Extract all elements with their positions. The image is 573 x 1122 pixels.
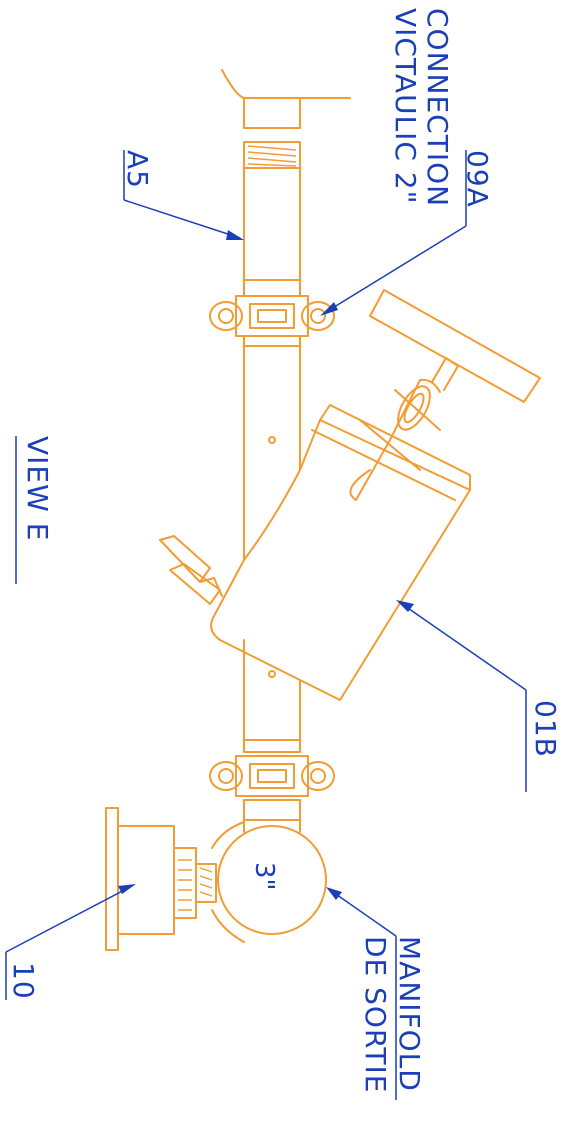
pipe-upper-spool bbox=[243, 335, 301, 561]
top-elbow bbox=[221, 69, 351, 129]
pipe-a5 bbox=[243, 141, 301, 297]
victaulic-coupling-lower bbox=[209, 755, 335, 797]
ref-10-arrow bbox=[118, 884, 136, 894]
de-sortie-label: DE SORTIE bbox=[359, 936, 392, 1093]
ref-09a-arrow bbox=[320, 302, 338, 316]
ref-10-leader bbox=[5, 885, 133, 953]
manifold-leader bbox=[329, 889, 397, 937]
manifold-label: MANIFOLD bbox=[393, 936, 426, 1092]
manifold-arrow bbox=[326, 887, 342, 900]
ref-10-label: 10 bbox=[7, 962, 40, 1000]
victaulic-label: VICTAULIC 2" bbox=[389, 8, 422, 205]
valve-body-01b bbox=[210, 404, 471, 701]
ref-a5-leader bbox=[123, 199, 241, 239]
connection-label: CONNECTION bbox=[421, 8, 454, 207]
view-title: VIEW E bbox=[21, 436, 54, 541]
pipe-to-manifold bbox=[243, 799, 301, 833]
ref-01b-arrow bbox=[396, 600, 414, 612]
manifold-size-label: 3" bbox=[249, 862, 279, 891]
ref-01b-leader bbox=[401, 603, 527, 691]
ref-01b-label: 01B bbox=[529, 700, 562, 758]
valve-lever bbox=[159, 535, 223, 605]
manifold-de-sortie bbox=[211, 821, 327, 943]
victaulic-coupling-upper bbox=[209, 295, 335, 337]
valve-handwheel bbox=[349, 289, 541, 501]
ref-a5-arrow bbox=[226, 230, 244, 240]
ref-a5-label: A5 bbox=[121, 150, 154, 189]
pipe-lower-spool bbox=[243, 639, 301, 753]
ref-09a-leader bbox=[325, 225, 467, 313]
gauge-10 bbox=[105, 807, 217, 951]
